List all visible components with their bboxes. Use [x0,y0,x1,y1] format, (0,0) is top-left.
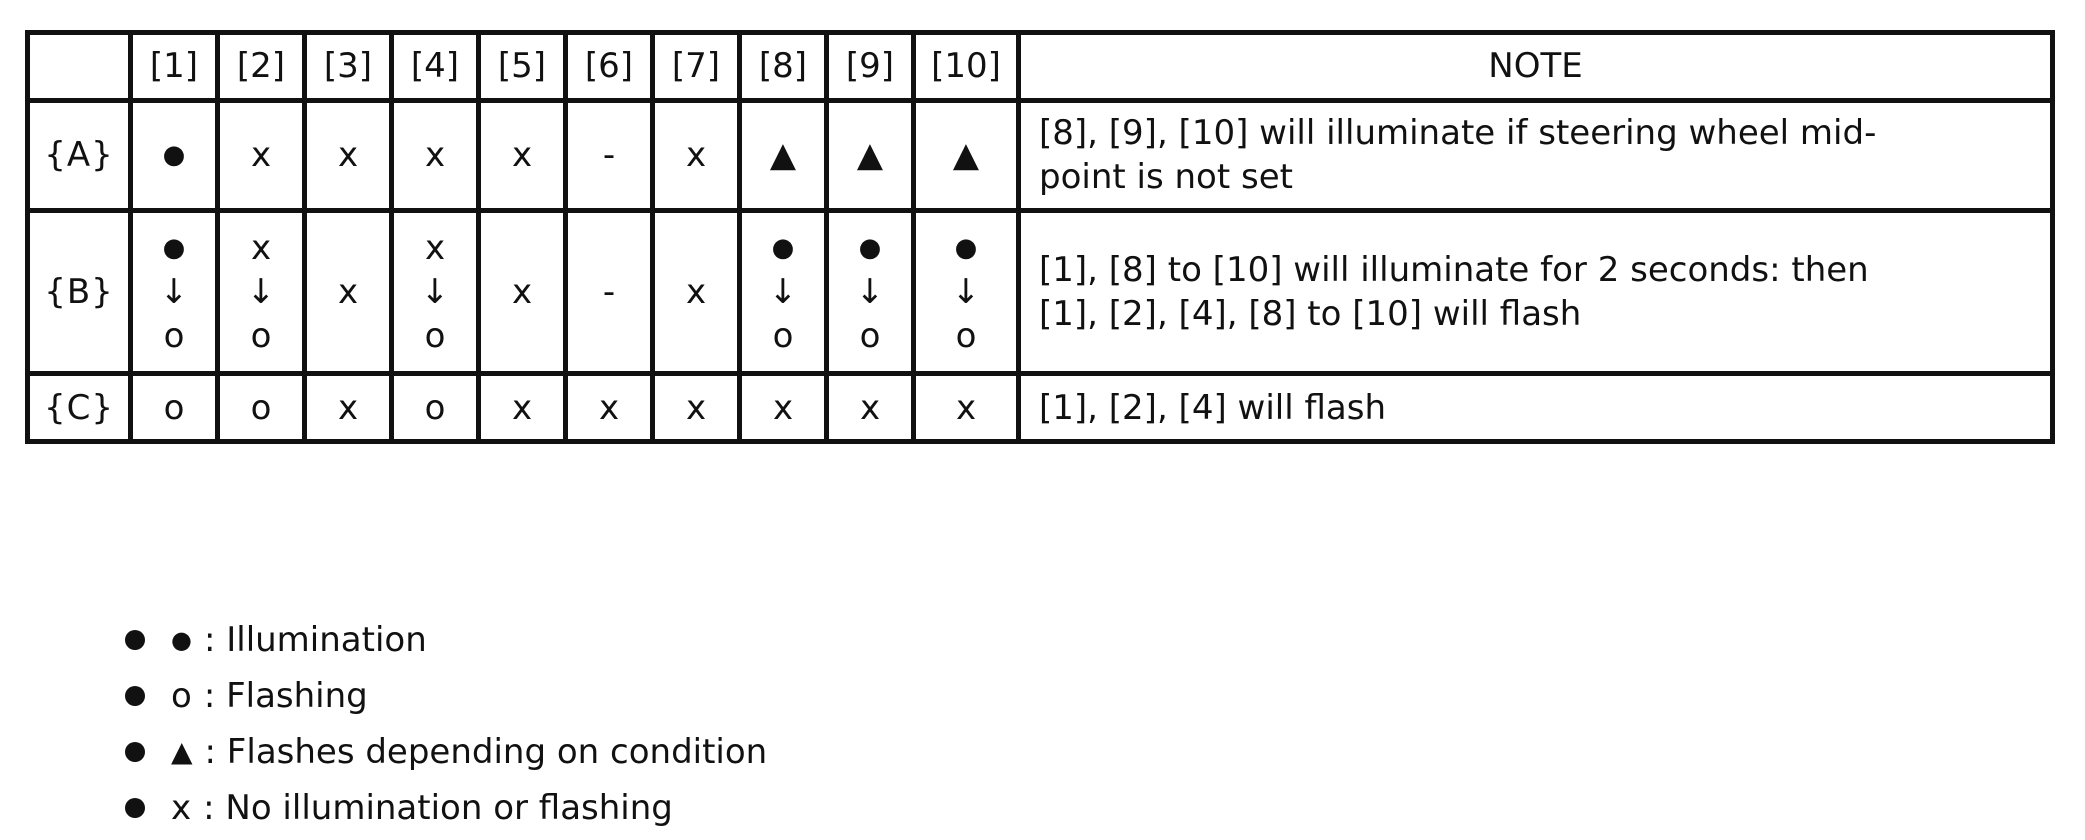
down-arrow-icon: ↓ [246,272,276,313]
legend-text: : Flashing [203,676,368,716]
status-cell-c-5: x [481,376,563,439]
status-cell-c-7: x [655,376,737,439]
status-cell-c-3: x [307,376,389,439]
legend-item-illumination: ● : Illumination [125,612,1025,668]
row-label-c: {C} [30,376,128,439]
bullet-icon [125,798,145,818]
header-cell-2: [2] [220,35,302,98]
legend-text: : Flashes depending on condition [204,732,768,772]
header-cell-8: [8] [742,35,824,98]
down-arrow-icon: ↓ [768,272,798,313]
legend-item-conditional: ▲ : Flashes depending on condition [125,724,1025,780]
down-arrow-icon: ↓ [855,272,885,313]
status-cell-b-9: ● ↓ o [829,212,911,372]
legend-item-off: x : No illumination or flashing [125,780,1025,836]
status-cell-a-1: ● [133,102,215,208]
header-cell-4: [4] [394,35,476,98]
status-cell-a-8: ▲ [742,102,824,208]
note-cell-b: [1], [8] to [10] will illuminate for 2 s… [1021,212,2050,372]
row-label-a: {A} [30,102,128,208]
status-cell-c-4: o [394,376,476,439]
header-cell-9: [9] [829,35,911,98]
header-cell-3: [3] [307,35,389,98]
note-line: [1], [2], [4], [8] to [10] will flash [1039,294,1582,335]
status-cell-c-9: x [829,376,911,439]
header-cell-corner [30,35,128,98]
status-cell-b-3: x [307,212,389,372]
status-cell-c-2: o [220,376,302,439]
illumination-symbol: ● [162,233,186,264]
status-cell-c-8: x [742,376,824,439]
off-symbol: x [424,228,446,269]
note-cell-c: [1], [2], [4] will flash [1021,376,2050,439]
bullet-icon [125,686,145,706]
status-cell-b-2: x ↓ o [220,212,302,372]
status-cell-a-7: x [655,102,737,208]
header-cell-1: [1] [133,35,215,98]
flashing-symbol: o [772,316,794,357]
indicator-status-table: [1] [2] [3] [4] [5] [6] [7] [8] [9] [10]… [25,30,2055,444]
flashing-symbol: o [424,316,446,357]
status-cell-a-4: x [394,102,476,208]
header-cell-5: [5] [481,35,563,98]
status-cell-b-5: x [481,212,563,372]
header-cell-6: [6] [568,35,650,98]
status-cell-a-5: x [481,102,563,208]
status-cell-b-7: x [655,212,737,372]
flashing-symbol: o [250,316,272,357]
bullet-icon [125,630,145,650]
status-cell-a-3: x [307,102,389,208]
status-cell-b-4: x ↓ o [394,212,476,372]
illumination-symbol: ● [954,233,978,264]
off-symbol: x [250,228,272,269]
status-cell-a-6: - [568,102,650,208]
down-arrow-icon: ↓ [159,272,189,313]
status-cell-b-6: - [568,212,650,372]
status-cell-a-10: ▲ [916,102,1016,208]
note-line: [1], [8] to [10] will illuminate for 2 s… [1039,250,1869,291]
legend: ● : Illumination o : Flashing ▲ : Flashe… [125,612,1025,836]
table-row-b: {B} ● ↓ o x ↓ o x x ↓ o [30,212,2050,372]
table-row-c: {C} o o x o x x x x x x [1], [2], [4] wi… [30,376,2050,439]
status-cell-c-1: o [133,376,215,439]
status-cell-c-10: x [916,376,1016,439]
down-arrow-icon: ↓ [420,272,450,313]
status-cell-c-6: x [568,376,650,439]
note-cell-a: [8], [9], [10] will illuminate if steeri… [1021,102,2050,208]
header-cell-note: NOTE [1021,35,2050,98]
header-row: [1] [2] [3] [4] [5] [6] [7] [8] [9] [10]… [30,35,2050,98]
flashing-symbol: o [163,316,185,357]
flashing-symbol: o [171,676,192,716]
legend-text: : No illumination or flashing [203,788,673,828]
off-symbol: x [171,788,192,828]
note-line: [1], [2], [4] will flash [1039,387,1386,428]
row-label-b: {B} [30,212,128,372]
flashing-symbol: o [955,316,977,357]
bullet-icon [125,742,145,762]
illumination-symbol: ● [771,233,795,264]
down-arrow-icon: ↓ [951,272,981,313]
illumination-symbol: ● [858,233,882,264]
status-cell-a-2: x [220,102,302,208]
illumination-symbol: ● [171,626,192,654]
header-cell-10: [10] [916,35,1016,98]
triangle-icon: ▲ [171,735,193,768]
status-cell-b-8: ● ↓ o [742,212,824,372]
status-cell-b-1: ● ↓ o [133,212,215,372]
header-cell-7: [7] [655,35,737,98]
note-line: [8], [9], [10] will illuminate if steeri… [1039,113,1877,154]
flashing-symbol: o [859,316,881,357]
status-cell-b-10: ● ↓ o [916,212,1016,372]
legend-text: : Illumination [203,620,427,660]
table-row-a: {A} ● x x x x - x ▲ ▲ ▲ [8], [9], [10] w… [30,102,2050,208]
status-cell-a-9: ▲ [829,102,911,208]
note-line: point is not set [1039,157,1293,198]
legend-item-flashing: o : Flashing [125,668,1025,724]
